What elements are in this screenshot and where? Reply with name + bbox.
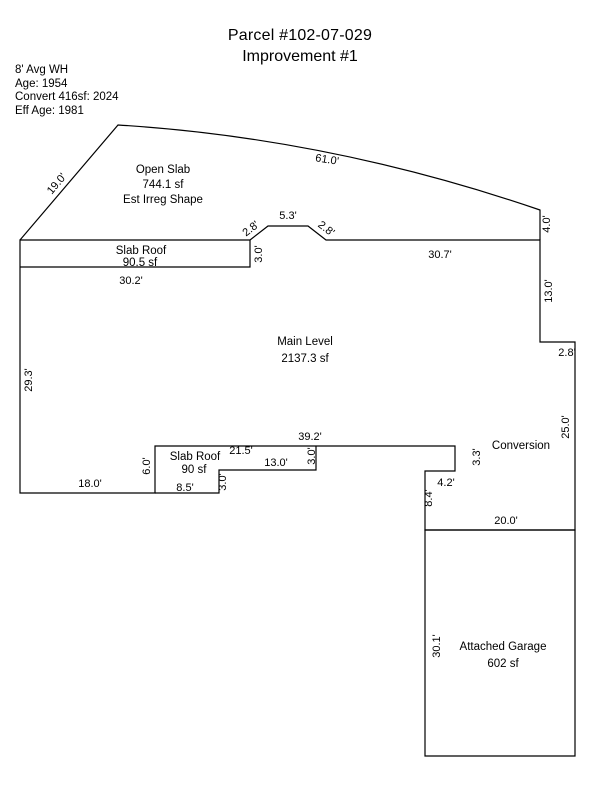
dim-garage-top: 20.0' bbox=[494, 515, 518, 527]
dim-top-right-run: 30.7' bbox=[428, 249, 452, 261]
dim-bottom-long: 39.2' bbox=[298, 431, 322, 443]
area-label-slab-roof-top: Slab Roof bbox=[115, 245, 167, 257]
dim-sr2-mid: 13.0' bbox=[264, 457, 288, 469]
dim-right-lower: 25.0' bbox=[560, 415, 572, 439]
main-level-outline bbox=[19, 225, 576, 531]
area-label-conversion: Conversion bbox=[491, 440, 551, 452]
area-label-slab-roof-bottom: Slab Roof bbox=[169, 451, 221, 463]
dim-sr2-top: 21.5' bbox=[229, 445, 253, 457]
area-size-main-level: 2137.3 sf bbox=[281, 353, 329, 365]
area-label-garage: Attached Garage bbox=[459, 641, 547, 653]
area-size-garage: 602 sf bbox=[487, 658, 519, 670]
dim-sr2-right: 3.0' bbox=[306, 447, 318, 465]
info-line-age: Age: 1954 bbox=[15, 77, 68, 90]
area-size-open-slab: 744.1 sf bbox=[142, 179, 184, 191]
info-line-eff-age: Eff Age: 1981 bbox=[15, 104, 84, 117]
dim-sr2-bottom: 8.5' bbox=[176, 482, 194, 494]
dim-bump-top: 5.3' bbox=[279, 210, 297, 222]
info-line-avg-wh: 8' Avg WH bbox=[15, 64, 69, 76]
area-note-open-slab: Est Irreg Shape bbox=[123, 194, 203, 206]
dim-slab-roof-top-bottom: 30.2' bbox=[119, 275, 143, 287]
dim-conv-right-top: 3.3' bbox=[471, 448, 483, 466]
dim-right-upper-small: 4.0' bbox=[541, 215, 553, 233]
dim-slab-roof-top-right: 3.0' bbox=[253, 245, 265, 263]
area-label-main-level: Main Level bbox=[277, 336, 333, 348]
slab-roof-top-outline bbox=[20, 240, 251, 268]
open-slab-outline bbox=[19, 124, 541, 241]
info-line-convert: Convert 416sf: 2024 bbox=[15, 91, 119, 103]
page-title: Parcel #102-07-029 bbox=[227, 27, 373, 44]
attached-garage-outline bbox=[424, 529, 576, 757]
slab-roof-bottom-outline bbox=[155, 446, 317, 494]
dim-garage-left: 30.1' bbox=[431, 634, 443, 658]
dim-sr2-step: 3.0' bbox=[217, 473, 229, 491]
area-label-open-slab: Open Slab bbox=[135, 164, 191, 176]
dim-bottom-left: 18.0' bbox=[78, 478, 102, 490]
improvement-subtitle: Improvement #1 bbox=[242, 48, 358, 65]
dim-conv-step: 4.2' bbox=[437, 477, 455, 489]
dim-right-step: 2.8' bbox=[558, 347, 576, 359]
property-info-block: 8' Avg WH Age: 1954 Convert 416sf: 2024 … bbox=[15, 64, 119, 118]
dim-conv-left: 8.4' bbox=[423, 489, 435, 507]
area-size-slab-roof-top: 90.5 sf bbox=[122, 257, 158, 269]
dim-right-upper: 13.0' bbox=[543, 279, 555, 303]
dim-left-edge: 29.3' bbox=[23, 368, 35, 392]
dim-sr2-left: 6.0' bbox=[141, 457, 153, 475]
area-size-slab-roof-bottom: 90 sf bbox=[181, 464, 207, 476]
